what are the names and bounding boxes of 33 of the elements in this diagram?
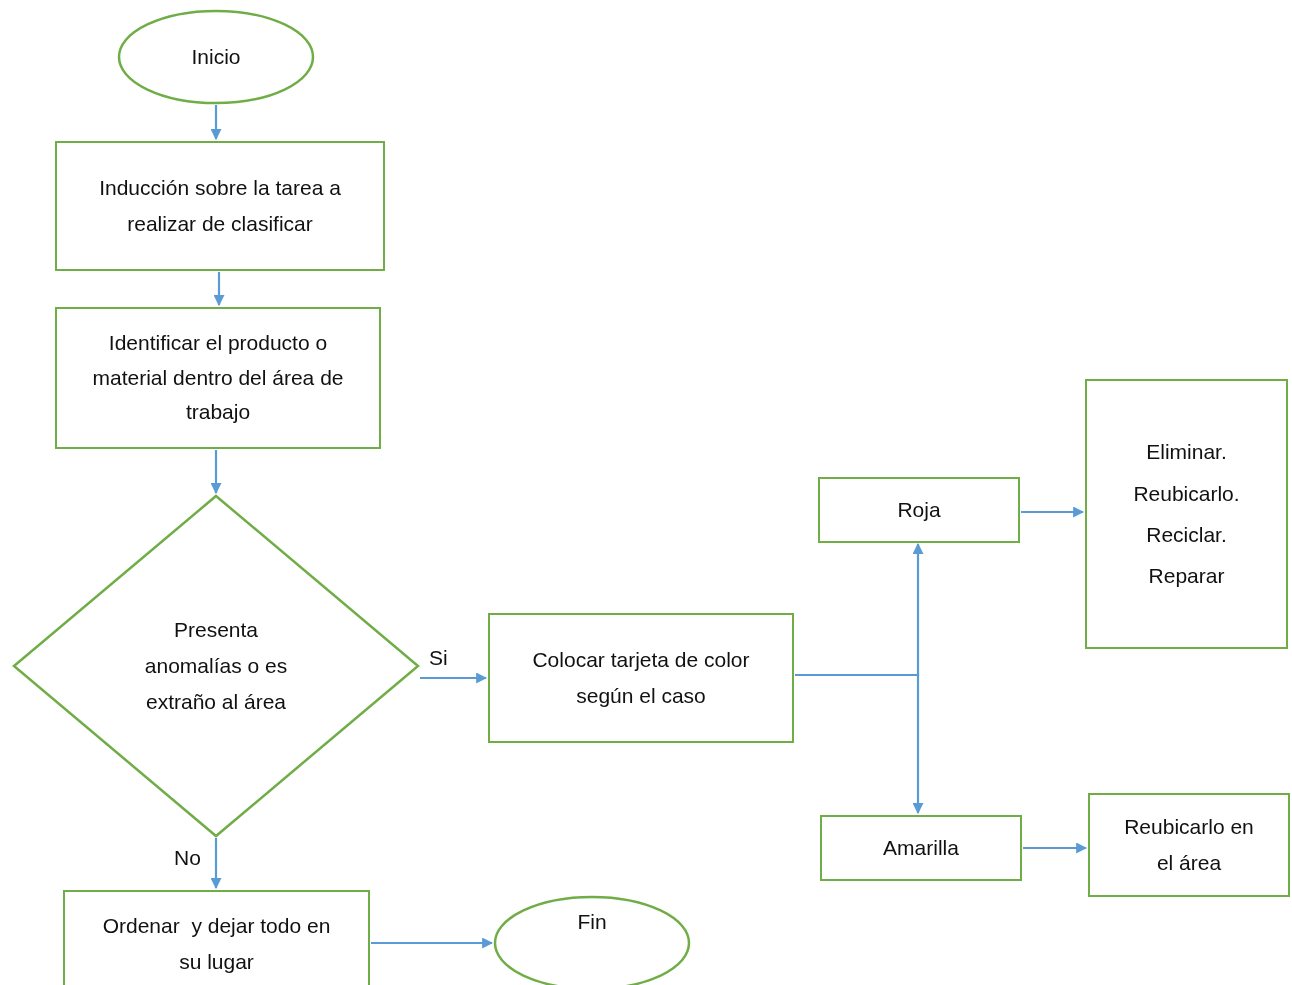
node-text: Colocar tarjeta de color según el caso [531, 647, 751, 709]
process-box [1088, 793, 1290, 897]
process-box [820, 815, 1022, 881]
decision-diamond [13, 495, 419, 837]
node-text: Ordenar y dejar todo en su lugar [101, 913, 332, 975]
node-text: Amarilla [882, 835, 960, 862]
arrow [210, 105, 222, 141]
arrow [420, 672, 488, 684]
terminal-ellipse [118, 10, 314, 104]
node-text: Eliminar. [1145, 439, 1228, 466]
node-text: Roja [896, 497, 942, 524]
node-text: Reubicarlo. [1132, 480, 1241, 507]
process-box [55, 141, 385, 271]
arrow [213, 272, 225, 307]
node-text: Reubicarlo en el área [1123, 814, 1255, 876]
node-text: Reparar [1147, 563, 1226, 590]
node-text: Fin [576, 909, 608, 935]
arrow [371, 937, 494, 949]
node-text: Inducción sobre la tarea a realizar de clasificar [98, 175, 342, 237]
process-box [1085, 379, 1288, 649]
process-box [63, 890, 370, 985]
arrow [210, 838, 222, 890]
process-box [488, 613, 794, 743]
arrow [1021, 506, 1085, 518]
node-text: Presenta anomalías o es extraño al área [143, 617, 289, 715]
arrow [795, 673, 924, 815]
arrow [1023, 842, 1088, 854]
process-box [55, 307, 381, 449]
arrow [210, 450, 222, 495]
process-box [818, 477, 1020, 543]
node-text: Reciclar. [1145, 522, 1228, 548]
node-text: Identificar el producto o material dentro del área de trabajo [91, 330, 345, 426]
node-text: Inicio [190, 44, 242, 71]
